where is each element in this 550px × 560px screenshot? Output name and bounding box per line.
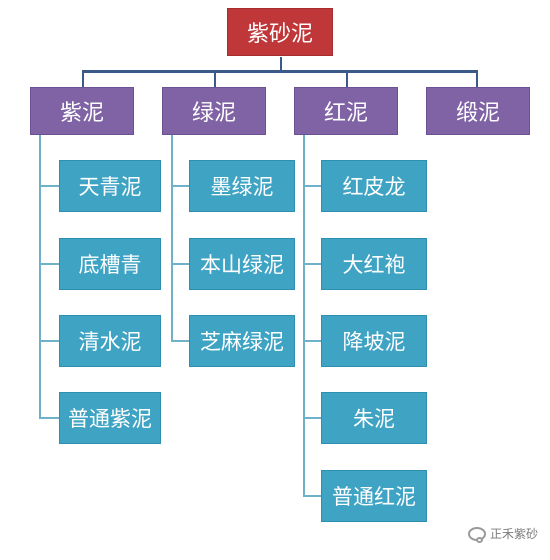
category-node-1: 紫泥 <box>30 87 134 135</box>
category-node-4: 缎泥 <box>426 87 530 135</box>
branch-tick <box>303 185 321 187</box>
leaf-node: 清水泥 <box>59 315 161 367</box>
watermark: 正禾紫砂 <box>467 525 538 543</box>
category-node-3: 红泥 <box>294 87 398 135</box>
leaf-label: 芝麻绿泥 <box>200 330 284 354</box>
category-label: 紫泥 <box>59 101 104 126</box>
category-node-2: 绿泥 <box>162 87 266 135</box>
leaf-label: 清水泥 <box>78 330 142 354</box>
leaf-label: 大红袍 <box>342 253 406 277</box>
leaf-label: 天青泥 <box>78 175 142 199</box>
leaf-label: 红皮龙 <box>342 175 406 199</box>
branch-tick <box>171 185 189 187</box>
connector-to-category-2 <box>214 70 216 88</box>
branch-tick <box>303 263 321 265</box>
leaf-node: 普通红泥 <box>321 470 427 522</box>
leaf-label: 普通紫泥 <box>68 407 152 431</box>
leaf-node: 芝麻绿泥 <box>189 315 295 367</box>
branch-tick <box>171 263 189 265</box>
wechat-icon <box>467 526 486 543</box>
branch-tick <box>39 185 59 187</box>
leaf-node: 底槽青 <box>59 238 161 290</box>
root-label: 紫砂泥 <box>246 22 313 47</box>
branch-tick <box>171 340 189 342</box>
leaf-label: 墨绿泥 <box>210 175 274 199</box>
branch-tick <box>39 263 59 265</box>
leaf-node: 大红袍 <box>321 238 427 290</box>
category-bus-line <box>82 70 478 73</box>
leaf-label: 降坡泥 <box>342 330 406 354</box>
branch-line-category-2 <box>171 135 173 341</box>
category-label: 绿泥 <box>191 101 236 126</box>
branch-tick <box>39 417 59 419</box>
root-node: 紫砂泥 <box>227 8 333 56</box>
branch-line-category-3 <box>303 135 305 496</box>
category-label: 红泥 <box>323 101 368 126</box>
branch-tick <box>303 340 321 342</box>
leaf-label: 本山绿泥 <box>200 253 284 277</box>
leaf-node: 本山绿泥 <box>189 238 295 290</box>
leaf-node: 降坡泥 <box>321 315 427 367</box>
leaf-label: 底槽青 <box>78 253 142 277</box>
leaf-label: 普通红泥 <box>332 485 416 509</box>
root-connector-vertical <box>280 57 282 71</box>
category-label: 缎泥 <box>455 101 500 126</box>
leaf-label: 朱泥 <box>353 407 395 431</box>
leaf-node: 普通紫泥 <box>59 392 161 444</box>
connector-to-category-4 <box>476 70 478 88</box>
branch-tick <box>39 340 59 342</box>
connector-to-category-1 <box>82 70 84 88</box>
branch-line-category-1 <box>39 135 41 418</box>
leaf-node: 墨绿泥 <box>189 160 295 212</box>
branch-tick <box>303 495 321 497</box>
watermark-text: 正禾紫砂 <box>489 527 538 541</box>
leaf-node: 朱泥 <box>321 392 427 444</box>
connector-to-category-3 <box>346 70 348 88</box>
leaf-node: 红皮龙 <box>321 160 427 212</box>
branch-tick <box>303 417 321 419</box>
leaf-node: 天青泥 <box>59 160 161 212</box>
